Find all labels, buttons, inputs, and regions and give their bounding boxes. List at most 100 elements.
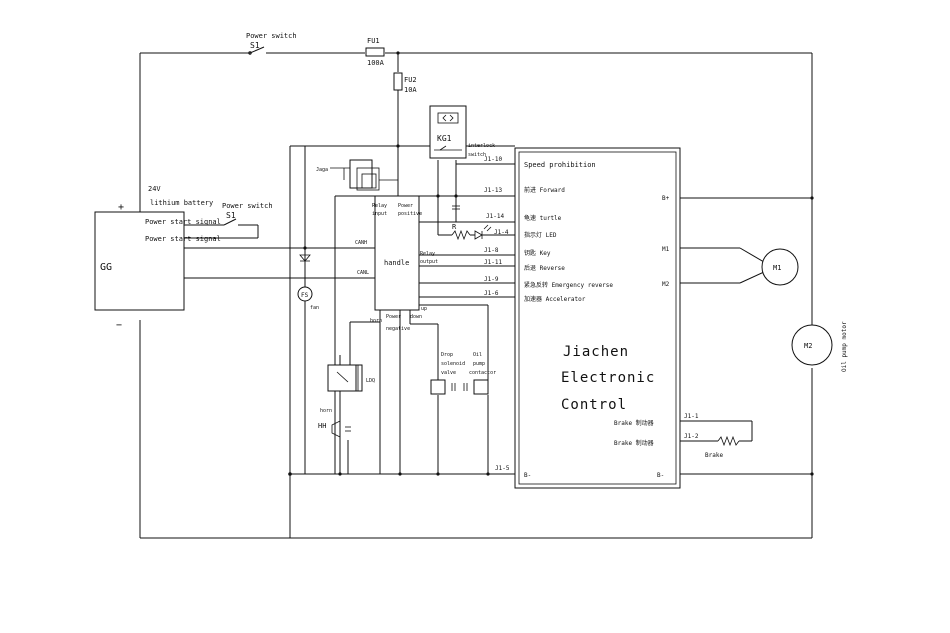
label-brand-1: Jiachen [563,344,629,360]
label-down: down [410,314,422,320]
label-brand-3: Control [561,397,627,413]
label-j1-5: J1-5 [495,465,510,472]
label-b-minus-right: B- [657,472,664,479]
handle-wiring [334,160,515,474]
label-power-positive-2: positive [398,211,422,217]
label-can-h: CANH [355,240,367,246]
label-brand-2: Electronic [561,370,655,386]
battery-gg [94,211,185,311]
label-s1-2: S1 [226,211,236,220]
label-fu2-rating: 10A [404,86,417,94]
label-battery: lithium battery [150,199,213,207]
label-power-switch-top: Power switch [246,32,297,40]
junction-dots [288,51,814,476]
label-kg1: KG1 [437,134,452,143]
label-j1-6: J1-6 [484,290,499,297]
label-fu2: FU2 [404,76,417,84]
label-forward: 前进 Forward [524,186,565,194]
label-brake-coil: Brake [705,452,723,459]
label-brake-1: Brake 制动器 [614,419,654,427]
label-m2: M2 [804,342,812,350]
label-relay-output-1: Relay [420,251,435,257]
label-power-neg-1: Power [386,314,401,320]
label-oil-pump-motor: Oil pump motor [841,321,848,372]
label-key: 钥匙 Key [524,249,551,257]
label-m2-term: M2 [662,281,670,288]
label-up: up [421,306,427,312]
label-drop-2: solenoid [441,361,465,367]
label-j1-1: J1-1 [684,413,699,420]
label-voltage: 24V [148,185,161,193]
label-can-l: CANL [357,270,369,276]
brake-coil [680,420,812,475]
oil-pump-contactor [463,379,489,395]
label-oil-3: contactor [469,370,496,376]
jiachen-controller [514,147,681,489]
fan-fs [297,254,313,302]
label-start-signal-2: Power start signal [145,235,221,243]
label-tiny: Jaga [316,167,328,173]
label-interlock-1: interlock [468,143,495,149]
label-minus: − [116,320,122,331]
label-start-signal-1: Power start signal [145,218,221,226]
motor-m1 [680,247,799,286]
drop-solenoid-valve [430,379,456,395]
label-turtle: 龟速 turtle [524,214,562,222]
small-relay-module [330,159,398,191]
label-handle: handle [384,259,409,267]
label-fu1-rating: 100A [367,59,385,67]
label-power-neg-2: negative [386,326,410,332]
label-fs: FS [301,292,309,299]
label-b-plus: B+ [662,195,670,202]
label-interlock-2: switch [468,152,486,158]
label-j1-11: J1-11 [484,259,502,266]
fuse-fu2 [393,72,403,91]
label-j1-9: J1-9 [484,276,499,283]
fuse-fu1 [365,47,385,57]
label-b-minus-left: B- [524,472,531,479]
label-j1-2: J1-2 [684,433,699,440]
label-emergency: 紧急反转 Emergency reverse [524,281,613,289]
label-r: R [452,223,457,231]
label-fan: fan [310,305,319,311]
motor-m2 [791,324,833,366]
start-signal-wires [184,218,375,279]
label-accelerator: 加速器 Accelerator [524,295,586,303]
label-relay-input-1: Relay [372,203,387,209]
label-power-switch-2: Power switch [222,202,273,210]
ldq-relay [327,355,363,474]
label-relay-output-2: output [420,259,438,265]
label-fu1: FU1 [367,37,380,45]
label-relay-input-2: input [372,211,387,217]
label-gg: GG [100,262,112,273]
label-j1-14: J1-14 [486,213,504,220]
label-oil-1: Oil [473,352,482,358]
label-m1-term: M1 [662,246,670,253]
label-power-positive-1: Power [398,203,413,209]
label-horn-small: horn [370,318,382,324]
label-drop-3: valve [441,370,456,376]
label-reverse: 后退 Reverse [524,264,565,272]
label-s1-top: S1 [250,41,260,50]
label-hh: HH [318,422,326,430]
main-wires [139,52,813,539]
label-speed-prohibition: Speed prohibition [524,161,596,169]
label-ldq: LDQ [366,378,375,384]
kg1-interlock [429,105,467,159]
label-m1: M1 [773,264,781,272]
label-drop-1: Drop [441,352,453,358]
label-brake-2: Brake 制动器 [614,439,654,447]
label-j1-13: J1-13 [484,187,502,194]
label-j1-10: J1-10 [484,156,502,163]
label-oil-2: pump [473,361,485,367]
label-plus: + [118,202,124,213]
horn-hh [331,412,351,474]
label-led: 指示灯 LED [524,231,557,239]
label-j1-4: J1-4 [494,229,509,236]
label-horn: horn [320,408,332,414]
resistor-led-j1-4 [437,196,515,241]
label-j1-8: J1-8 [484,247,499,254]
power-switch-s1 [248,46,265,55]
handle-module[interactable] [374,195,420,311]
